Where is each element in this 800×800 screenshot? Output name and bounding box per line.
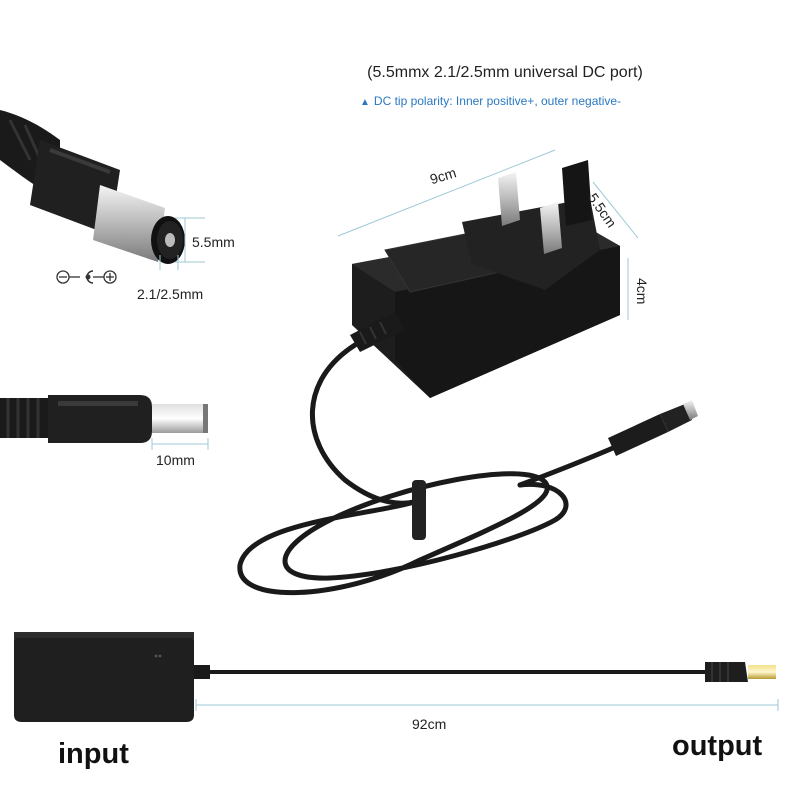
input-label: input: [58, 738, 129, 770]
polarity-text: DC tip polarity: Inner positive+, outer …: [373, 94, 622, 108]
port-title: (5.5mmx 2.1/2.5mm universal DC port): [367, 64, 643, 81]
cable-length-label: 92cm: [412, 716, 447, 732]
output-label: output: [672, 730, 763, 762]
polarity-note: ▲DC tip polarity: Inner positive+, outer…: [360, 94, 621, 108]
dc-plug-closeup: [0, 110, 185, 264]
cable-tie: [412, 480, 426, 540]
warning-triangle-icon: ▲: [360, 97, 370, 108]
coiled-cable: [237, 342, 623, 595]
polarity-symbol-icon: [56, 270, 117, 284]
cable-dc-plug: [608, 400, 698, 456]
wall-adapter: [350, 160, 620, 398]
dc-plug-side-view: [0, 395, 208, 443]
plug-length-label: 10mm: [156, 452, 195, 468]
plug-inner-diameter-label: 2.1/2.5mm: [137, 286, 204, 302]
plug-outer-diameter-label: 5.5mm: [192, 234, 235, 250]
adapter-height-label: 4cm: [634, 278, 650, 305]
desktop-adapter: [14, 632, 776, 722]
